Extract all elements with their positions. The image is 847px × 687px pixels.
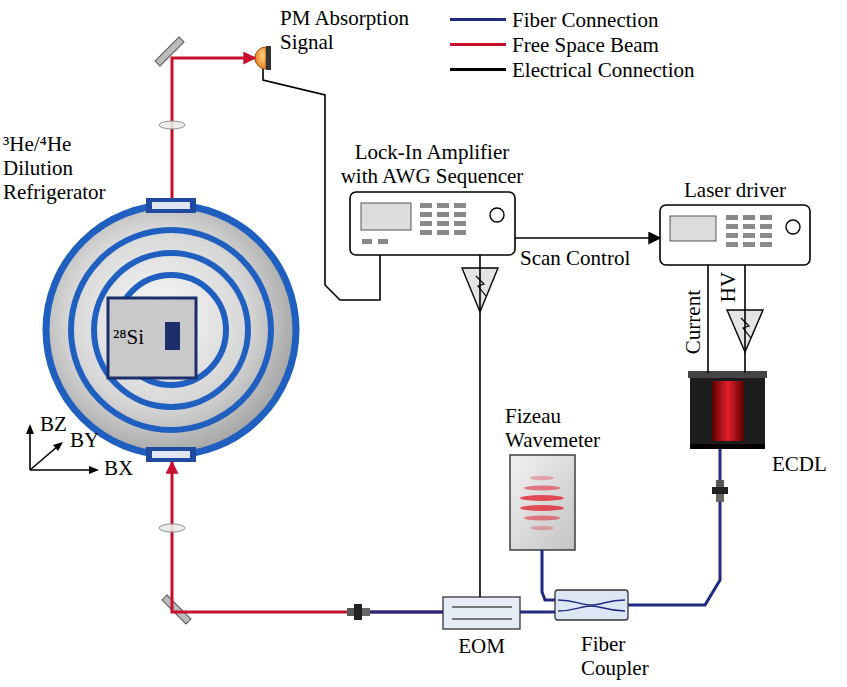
panel-button [743,215,755,220]
fiber-connection [520,611,555,614]
laser-driver-drawing [660,205,810,265]
top-window-glass [152,202,190,209]
still-shield [94,253,248,407]
fiber-connector [347,604,370,620]
eom-modulator: EOM [443,597,520,629]
lock-in-drawing [350,192,515,255]
lock-in-amplifier: Lock-In Amplifier with AWG Sequencer [350,192,515,255]
sample-holder [108,298,196,378]
panel-button [760,233,772,238]
panel-button [437,230,449,235]
panel-button [454,203,466,208]
panel-button [743,242,755,247]
legend-text: Free Space Beam [512,33,659,57]
refrigerator-drawing [46,198,296,462]
bottom-window-glass [152,451,190,458]
edge-label: Scan Control [520,246,630,270]
panel-button [454,230,466,235]
eom-drawing [443,597,520,629]
panel-button [454,221,466,226]
outer-shield [46,205,296,455]
panel-button [420,203,432,208]
lens [159,524,185,532]
panel-button [760,224,772,229]
wavemeter-drawing [510,455,575,550]
panel-button [726,224,738,229]
panel-button [726,233,738,238]
axis-label: BX [104,456,133,480]
panel-button [437,221,449,226]
coupler-drawing [555,590,628,620]
panel-button [760,242,772,247]
node-label: Fizeau Wavemeter [505,404,610,452]
sample-box: ²⁸Si [108,298,196,378]
fiber-segment [362,611,443,614]
edge-label: HV [716,272,740,302]
electrical-wire [479,255,481,597]
mirror [155,37,184,66]
node-label: Lock-In Amplifier with AWG Sequencer [336,140,528,188]
node-label: ³He/⁴He Dilution Refrigerator [3,132,123,204]
node-label: Laser driver [650,178,820,202]
node-label: PM Absorption Signal [280,6,425,54]
legend-swatch [450,68,506,71]
node-label: Fiber Coupler [581,632,661,680]
panel-button [760,215,772,220]
photodetector: PM Absorption Signal [255,47,271,69]
fiber-connection [628,449,720,605]
wavemeter: Fizeau Wavemeter [510,455,575,550]
legend-swatch [450,18,506,21]
fiber-connection [542,550,555,600]
panel-button [437,203,449,208]
panel-button [726,242,738,247]
axis-label: BZ [40,412,67,436]
edge-label: Current [681,290,705,354]
panel-button [437,212,449,217]
photodetector-drawing [255,46,271,70]
laser-beam [172,462,443,612]
laser-beam [172,58,255,198]
dilution-refrigerator: ²⁸Si³He/⁴He Dilution Refrigerator [44,198,298,462]
ecdl-drawing [688,371,767,449]
panel-button [454,212,466,217]
legend-text: Electrical Connection [512,58,695,82]
node-label: ²⁸Si [113,325,163,349]
electrical-wire [707,265,709,373]
ecdl-laser: ECDL [690,373,765,449]
lens [159,121,185,129]
laser-driver: Laser driver [660,205,810,265]
node-label: EOM [433,634,530,658]
node-label: ECDL [772,452,842,476]
panel-button [743,233,755,238]
panel-button [420,212,432,217]
fiber-coupler: Fiber Coupler [555,590,628,620]
panel-button [420,230,432,235]
top-window [146,198,196,213]
mirror [162,595,191,624]
electrical-wire [515,237,660,239]
panel-button [743,224,755,229]
legend-text: Fiber Connection [512,8,658,32]
legend-swatch [450,43,506,46]
axis-label: BY [70,428,99,452]
bottom-window [146,447,196,462]
panel-button [726,215,738,220]
fiber-connector [712,480,728,502]
silicon-sample [165,322,180,350]
radiation-shield [71,230,271,430]
panel-button [420,221,432,226]
electrical-wire [744,265,746,373]
